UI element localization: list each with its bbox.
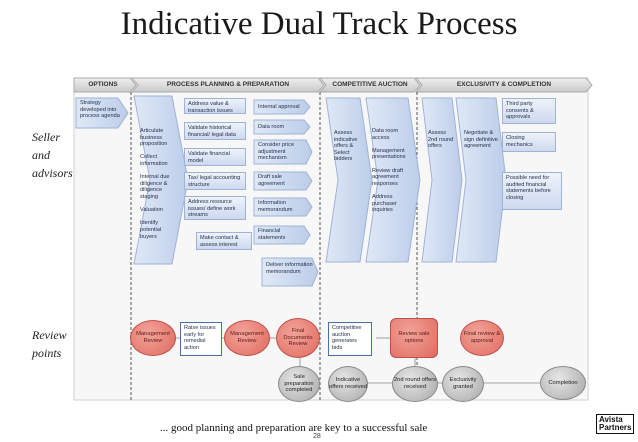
second-round-offers-received: 2nd round offers received	[392, 366, 438, 402]
sale-preparation-completed: Sale preparation completed	[278, 366, 320, 402]
closing-box: Closing mechanics	[502, 132, 556, 152]
consider-price-shape	[253, 139, 313, 165]
logo-line-2: Partners	[599, 423, 632, 432]
third-party-box: Third party consents & approvals	[502, 98, 556, 124]
auction-chevron-2	[365, 97, 421, 263]
validate-model-box: Validate financial model	[184, 148, 246, 166]
make-contact-box: Make contact & assess interest	[196, 232, 252, 250]
assess-2nd-text: Assess 2nd round offers	[428, 130, 454, 150]
footer-text: ... good planning and preparation are ke…	[160, 422, 428, 434]
phase-label-auction: COMPETITIVE AUCTION	[332, 81, 408, 88]
phase-label-planning: PROCESS PLANNING & PREPARATION	[166, 81, 290, 88]
avista-logo: Avista Partners	[596, 414, 635, 434]
info-memo-shape	[253, 197, 313, 217]
address-value-box: Address value & transaction issues	[184, 98, 246, 114]
page-title: Indicative Dual Track Process	[120, 6, 518, 42]
financial-statements-shape	[253, 225, 311, 245]
competitive-auction-box: Competitive auction generates bids	[328, 322, 372, 356]
review-label: Review points	[32, 328, 67, 360]
indicative-offers-received: Indicative offers received	[328, 366, 368, 402]
address-resource-box: Address resource issues/ define work str…	[184, 196, 246, 220]
audited-box: Possible need for audited financial stat…	[502, 172, 562, 210]
deliver-memo-shape	[261, 257, 319, 287]
seller-label: Seller and advisors	[32, 130, 73, 180]
final-review-approval: Final review & approval	[460, 320, 504, 356]
phase-bar-planning	[130, 77, 325, 93]
data-room-access-text: Data room access Management presentation…	[372, 128, 406, 214]
review-sale-options: Review sale options	[390, 318, 438, 358]
exclusivity-granted: Exclusivity granted	[442, 366, 484, 402]
planning-chevron	[133, 95, 189, 265]
internal-approval-text: Internal approval	[258, 104, 300, 110]
assess-offers-text: Assess indicative offers & Select bidder…	[334, 130, 358, 163]
exclusivity-chevron-1	[421, 97, 463, 263]
raise-issues-box: Raise issues early for remedial action	[180, 322, 222, 356]
financial-statements-text: Financial statements	[258, 228, 286, 241]
validate-historical-box: Validate historical financial/ legal dat…	[184, 122, 246, 140]
info-memo-text: Information memorandum	[258, 200, 293, 213]
options-arrow	[75, 97, 129, 129]
phase-bar-auction	[318, 77, 421, 93]
auction-chevron-1	[325, 97, 373, 263]
planning-chevron-text: Articulate business proposition Collect …	[140, 128, 170, 240]
exclusivity-chevron-2	[455, 97, 507, 263]
internal-approval-shape	[253, 99, 311, 115]
completion: Completion	[540, 366, 586, 400]
draft-sale-shape	[253, 171, 313, 191]
phase-label-options: OPTIONS	[88, 81, 118, 88]
management-review-1: Management Review	[130, 320, 176, 356]
data-room-shape	[253, 119, 311, 135]
options-arrow-text: Strategy developed into process agenda	[80, 100, 120, 120]
page-number: 28	[313, 433, 321, 440]
management-review-2: Management Review	[224, 320, 270, 356]
deliver-memo-text: Deliver information memorandum	[266, 262, 313, 275]
tax-legal-box: Tax/ legal accounting structure	[184, 172, 246, 190]
data-room-text: Data room	[258, 124, 285, 130]
phase-bar-exclusivity	[414, 77, 593, 93]
draft-sale-text: Draft sale agreement	[258, 174, 285, 187]
negotiate-text: Negotiate & sign definitive agreement	[464, 130, 498, 150]
consider-price-text: Consider price adjustment mechanism	[258, 142, 295, 162]
phase-bar-options	[73, 77, 137, 93]
logo-line-1: Avista	[599, 415, 623, 424]
final-documents-review: Final Documents Review	[276, 318, 320, 358]
phase-label-exclusivity: EXCLUSIVITY & COMPLETION	[456, 81, 552, 88]
